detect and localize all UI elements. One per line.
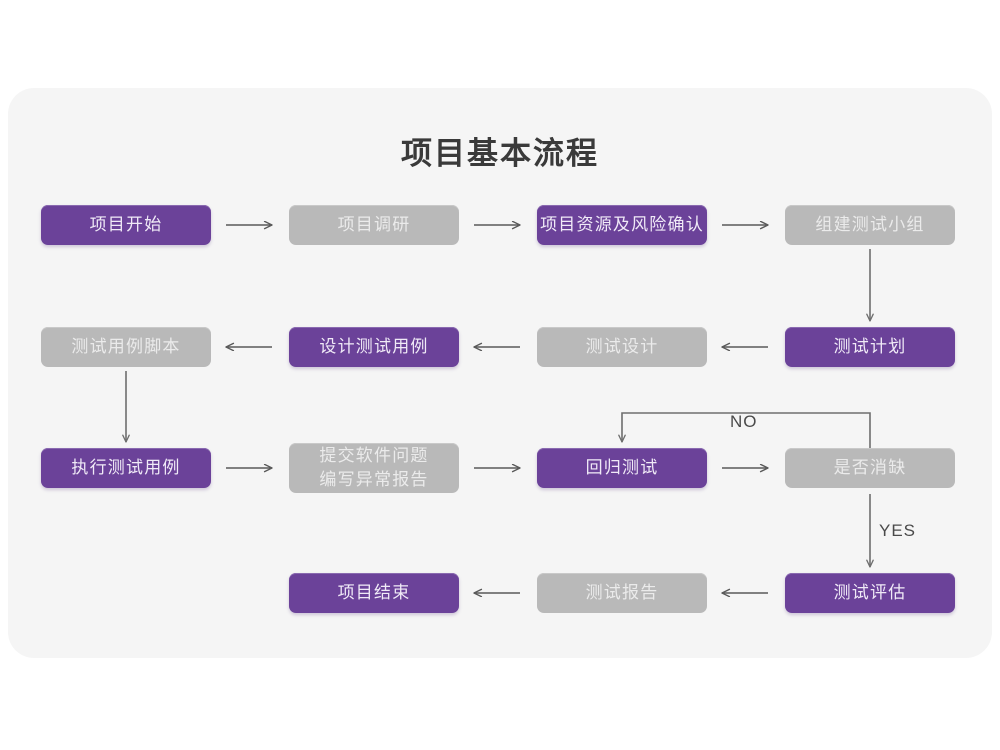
- flow-node-n12[interactable]: 是否消缺: [785, 448, 955, 488]
- flow-node-label: 测试评估: [833, 583, 907, 603]
- flow-node-n3[interactable]: 项目资源及风险确认: [537, 205, 707, 245]
- flow-node-n9[interactable]: 执行测试用例: [41, 448, 211, 488]
- flow-node-label: 回归测试: [585, 458, 659, 478]
- flow-node-n5[interactable]: 测试用例脚本: [41, 327, 211, 367]
- flow-node-label: 测试设计: [585, 337, 659, 357]
- flow-node-n14[interactable]: 测试报告: [537, 573, 707, 613]
- diagram-card: [8, 88, 992, 658]
- flow-node-n15[interactable]: 测试评估: [785, 573, 955, 613]
- flow-node-label: 项目资源及风险确认: [540, 215, 704, 235]
- flow-node-n11[interactable]: 回归测试: [537, 448, 707, 488]
- flow-node-label: 项目结束: [337, 583, 411, 603]
- flow-node-n1[interactable]: 项目开始: [41, 205, 211, 245]
- flow-node-n7[interactable]: 测试设计: [537, 327, 707, 367]
- flow-node-label: 执行测试用例: [71, 458, 181, 478]
- flow-node-label: 组建测试小组: [815, 215, 925, 235]
- flow-node-n8[interactable]: 测试计划: [785, 327, 955, 367]
- page-title: 项目基本流程: [401, 136, 599, 172]
- flow-node-label: 项目调研: [337, 215, 411, 235]
- flow-node-label: 设计测试用例: [319, 337, 429, 357]
- flow-node-label: 是否消缺: [833, 458, 907, 478]
- flow-node-label: 测试计划: [833, 337, 907, 357]
- flow-node-label: 测试用例脚本: [71, 337, 181, 357]
- edge-label-no: NO: [730, 412, 758, 431]
- flow-node-n2[interactable]: 项目调研: [289, 205, 459, 245]
- flow-node-n13[interactable]: 项目结束: [289, 573, 459, 613]
- flow-node-label: 项目开始: [89, 215, 163, 235]
- flow-node-n10[interactable]: 提交软件问题 编写异常报告: [289, 443, 459, 493]
- flow-node-label: 测试报告: [585, 583, 659, 603]
- flow-node-n6[interactable]: 设计测试用例: [289, 327, 459, 367]
- edge-label-yes: YES: [879, 521, 917, 540]
- flow-node-n4[interactable]: 组建测试小组: [785, 205, 955, 245]
- flow-node-label: 提交软件问题 编写异常报告: [319, 446, 429, 490]
